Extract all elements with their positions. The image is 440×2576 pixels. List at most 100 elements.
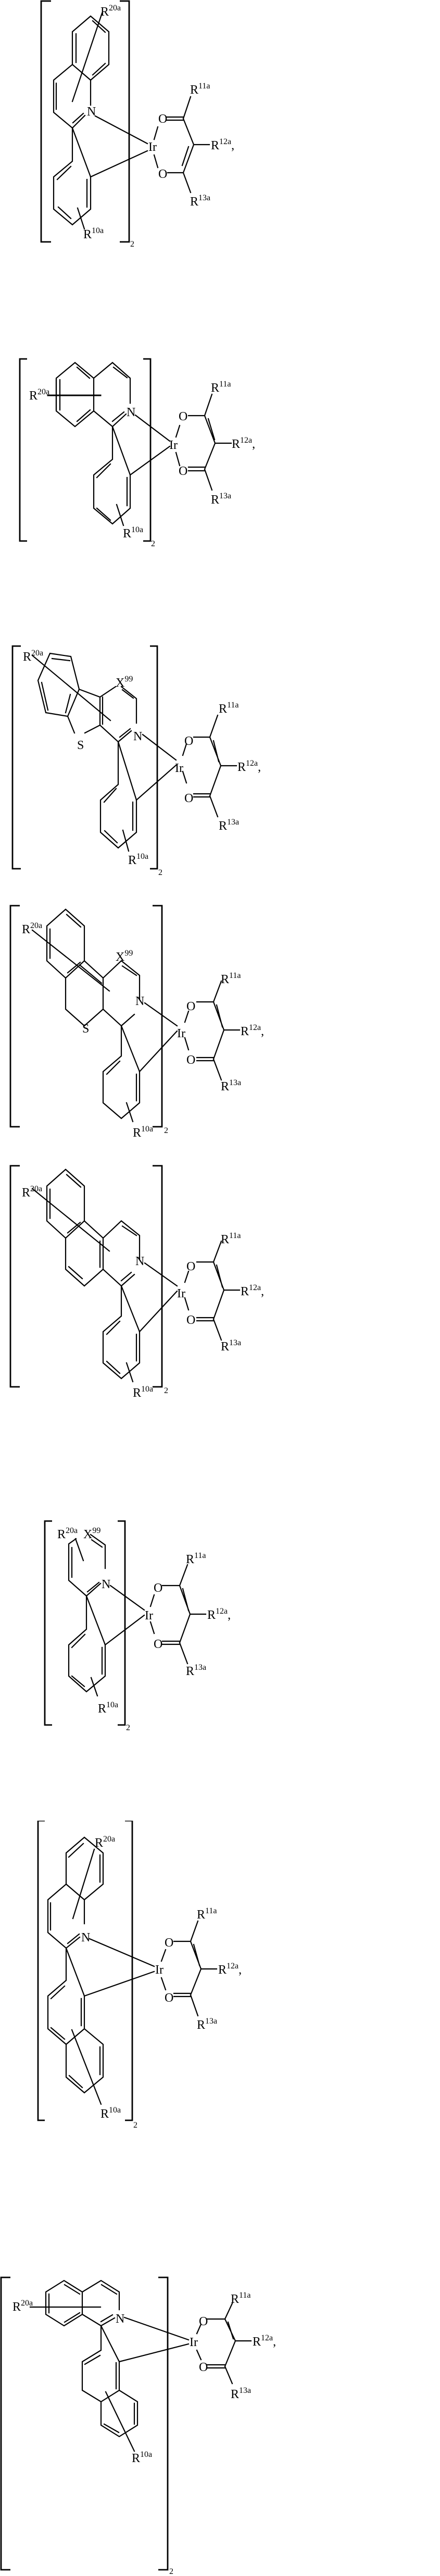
structure-5-drawing: R20a N Ir O O R11a R12a, R13a R10a 2: [0, 1144, 440, 1405]
r20a-label: R20a: [22, 921, 42, 936]
oxygen-label-2: O: [199, 2361, 208, 2374]
r10a-label: R10a: [132, 2450, 152, 2465]
r13a-label: R13a: [197, 2017, 217, 2032]
r12a-label: R12a,: [211, 137, 234, 152]
nitrogen-label: N: [133, 730, 142, 743]
x99-label: X99: [83, 1526, 100, 1541]
left-bracket: [40, 0, 51, 243]
sulfur-label: S: [77, 739, 84, 752]
x99-label: X99: [116, 675, 133, 690]
r11a-label: R11a: [231, 2291, 251, 2306]
r20a-label: R20a: [23, 649, 43, 664]
right-bracket: [153, 905, 163, 1128]
iridium-label: Ir: [177, 1287, 185, 1300]
r10a-label: R10a: [128, 852, 148, 867]
r13a-label: R13a: [186, 1663, 206, 1678]
right-bracket: [125, 1821, 133, 2121]
oxygen-label-1: O: [199, 2315, 208, 2328]
r11a-label: R11a: [197, 1907, 217, 1922]
r13a-label: R13a: [211, 492, 231, 507]
nitrogen-label: N: [81, 1931, 90, 1944]
r12a-label: R12a,: [253, 2334, 276, 2349]
multiplier-2: 2: [151, 539, 155, 548]
r10a-label: R10a: [83, 226, 104, 241]
r20a-label: R20a: [12, 2299, 33, 2314]
r12a-label: R12a,: [207, 1607, 231, 1622]
iridium-label: Ir: [175, 762, 183, 775]
r11a-label: R11a: [211, 380, 231, 395]
iridium-label: Ir: [190, 2336, 198, 2349]
oxygen-label-1: O: [165, 1936, 173, 1950]
multiplier-2: 2: [164, 1126, 168, 1135]
right-bracket: [153, 1165, 163, 1388]
multiplier-2: 2: [133, 2121, 137, 2130]
oxygen-label-1: O: [184, 735, 193, 748]
structure-7-naphthylquinoline-iridium-complex: R20a N Ir O O R11a R12a, R13a R10a 2: [0, 1821, 440, 2133]
structure-8-naphthylisoquinoline-iridium-complex: R20a N Ir O O R11a R12a, R13a R10a 2: [0, 2273, 440, 2576]
r13a-label: R13a: [221, 1338, 241, 1354]
r10a-label: R10a: [123, 525, 143, 540]
r11a-label: R11a: [186, 1551, 206, 1566]
r10a-label: R10a: [133, 1125, 153, 1140]
nitrogen-label: N: [135, 1255, 144, 1268]
iridium-label: Ir: [148, 140, 157, 154]
multiplier-2: 2: [158, 868, 162, 877]
r11a-label: R11a: [221, 971, 241, 986]
left-bracket: [0, 2276, 10, 2571]
r11a-label: R11a: [221, 1231, 241, 1246]
r10a-label: R10a: [98, 1701, 118, 1716]
nitrogen-label: N: [135, 995, 144, 1008]
right-bracket: [143, 358, 152, 542]
r20a-label: R20a: [22, 1184, 42, 1200]
left-bracket: [37, 1821, 45, 2121]
structure-6-phenylpyridine-iridium-complex: R20a X99 N Ir O O R11a R12a, R13a R10a 2: [0, 1519, 440, 1732]
r13a-label: R13a: [190, 194, 210, 209]
multiplier-2: 2: [130, 240, 134, 249]
oxygen-label-2: O: [154, 1638, 162, 1651]
x99-label: X99: [116, 949, 133, 964]
r11a-label: R11a: [219, 701, 239, 716]
iridium-label: Ir: [155, 1963, 164, 1977]
oxygen-label-1: O: [154, 1581, 162, 1595]
nitrogen-label: N: [87, 105, 96, 119]
iridium-label: Ir: [145, 1609, 153, 1622]
oxygen-label-1: O: [186, 1000, 195, 1013]
r10a-label: R10a: [133, 1385, 153, 1400]
structure-2-phenylisoquinoline-iridium-complex: R20a N Ir O O R11a R12a, R13a R10a 2: [0, 312, 440, 572]
r12a-label: R12a,: [237, 759, 261, 774]
oxygen-label-2: O: [186, 1053, 195, 1067]
multiplier-2: 2: [164, 1386, 168, 1395]
left-bracket: [9, 905, 20, 1128]
iridium-label: Ir: [177, 1027, 185, 1040]
structure-3-thienopyridine-iridium-complex: R20a X99 S N Ir O O R11a R12a, R13a R10a…: [0, 614, 440, 879]
left-bracket: [11, 645, 21, 870]
r12a-label: R12a,: [232, 436, 255, 451]
oxygen-label-2: O: [158, 168, 167, 181]
left-bracket: [19, 358, 27, 542]
left-bracket: [44, 1520, 52, 1726]
left-bracket: [9, 1165, 20, 1388]
r13a-label: R13a: [231, 2386, 251, 2401]
r12a-label: R12a,: [241, 1283, 264, 1298]
right-bracket: [120, 0, 130, 243]
oxygen-label-1: O: [186, 1260, 195, 1273]
r20a-label: R20a: [95, 1835, 115, 1850]
structure-4-benzothienopyridine-iridium-complex: R20a X99 S N Ir O O R11a R12a, R13a R10a…: [0, 884, 440, 1144]
r13a-label: R13a: [221, 1078, 241, 1093]
oxygen-label-2: O: [186, 1313, 195, 1327]
r20a-label: R20a: [29, 388, 49, 403]
multiplier-2: 2: [169, 2567, 173, 2576]
nitrogen-label: N: [102, 1578, 110, 1591]
nitrogen-label: N: [127, 406, 135, 419]
right-bracket: [118, 1520, 126, 1726]
multiplier-2: 2: [126, 1723, 130, 1732]
sulfur-label: S: [82, 1022, 89, 1036]
nitrogen-label: N: [116, 2312, 124, 2326]
r12a-label: R12a,: [218, 1962, 242, 1977]
r12a-label: R12a,: [241, 1023, 264, 1038]
right-bracket: [150, 645, 158, 870]
right-bracket: [158, 2276, 169, 2571]
structure-1-phenylquinoline-iridium-complex: R20a N Ir O O R11a R12a, R13a R10a 2: [0, 0, 440, 260]
r13a-label: R13a: [219, 818, 239, 833]
r20a-label: R20a: [57, 1526, 78, 1541]
